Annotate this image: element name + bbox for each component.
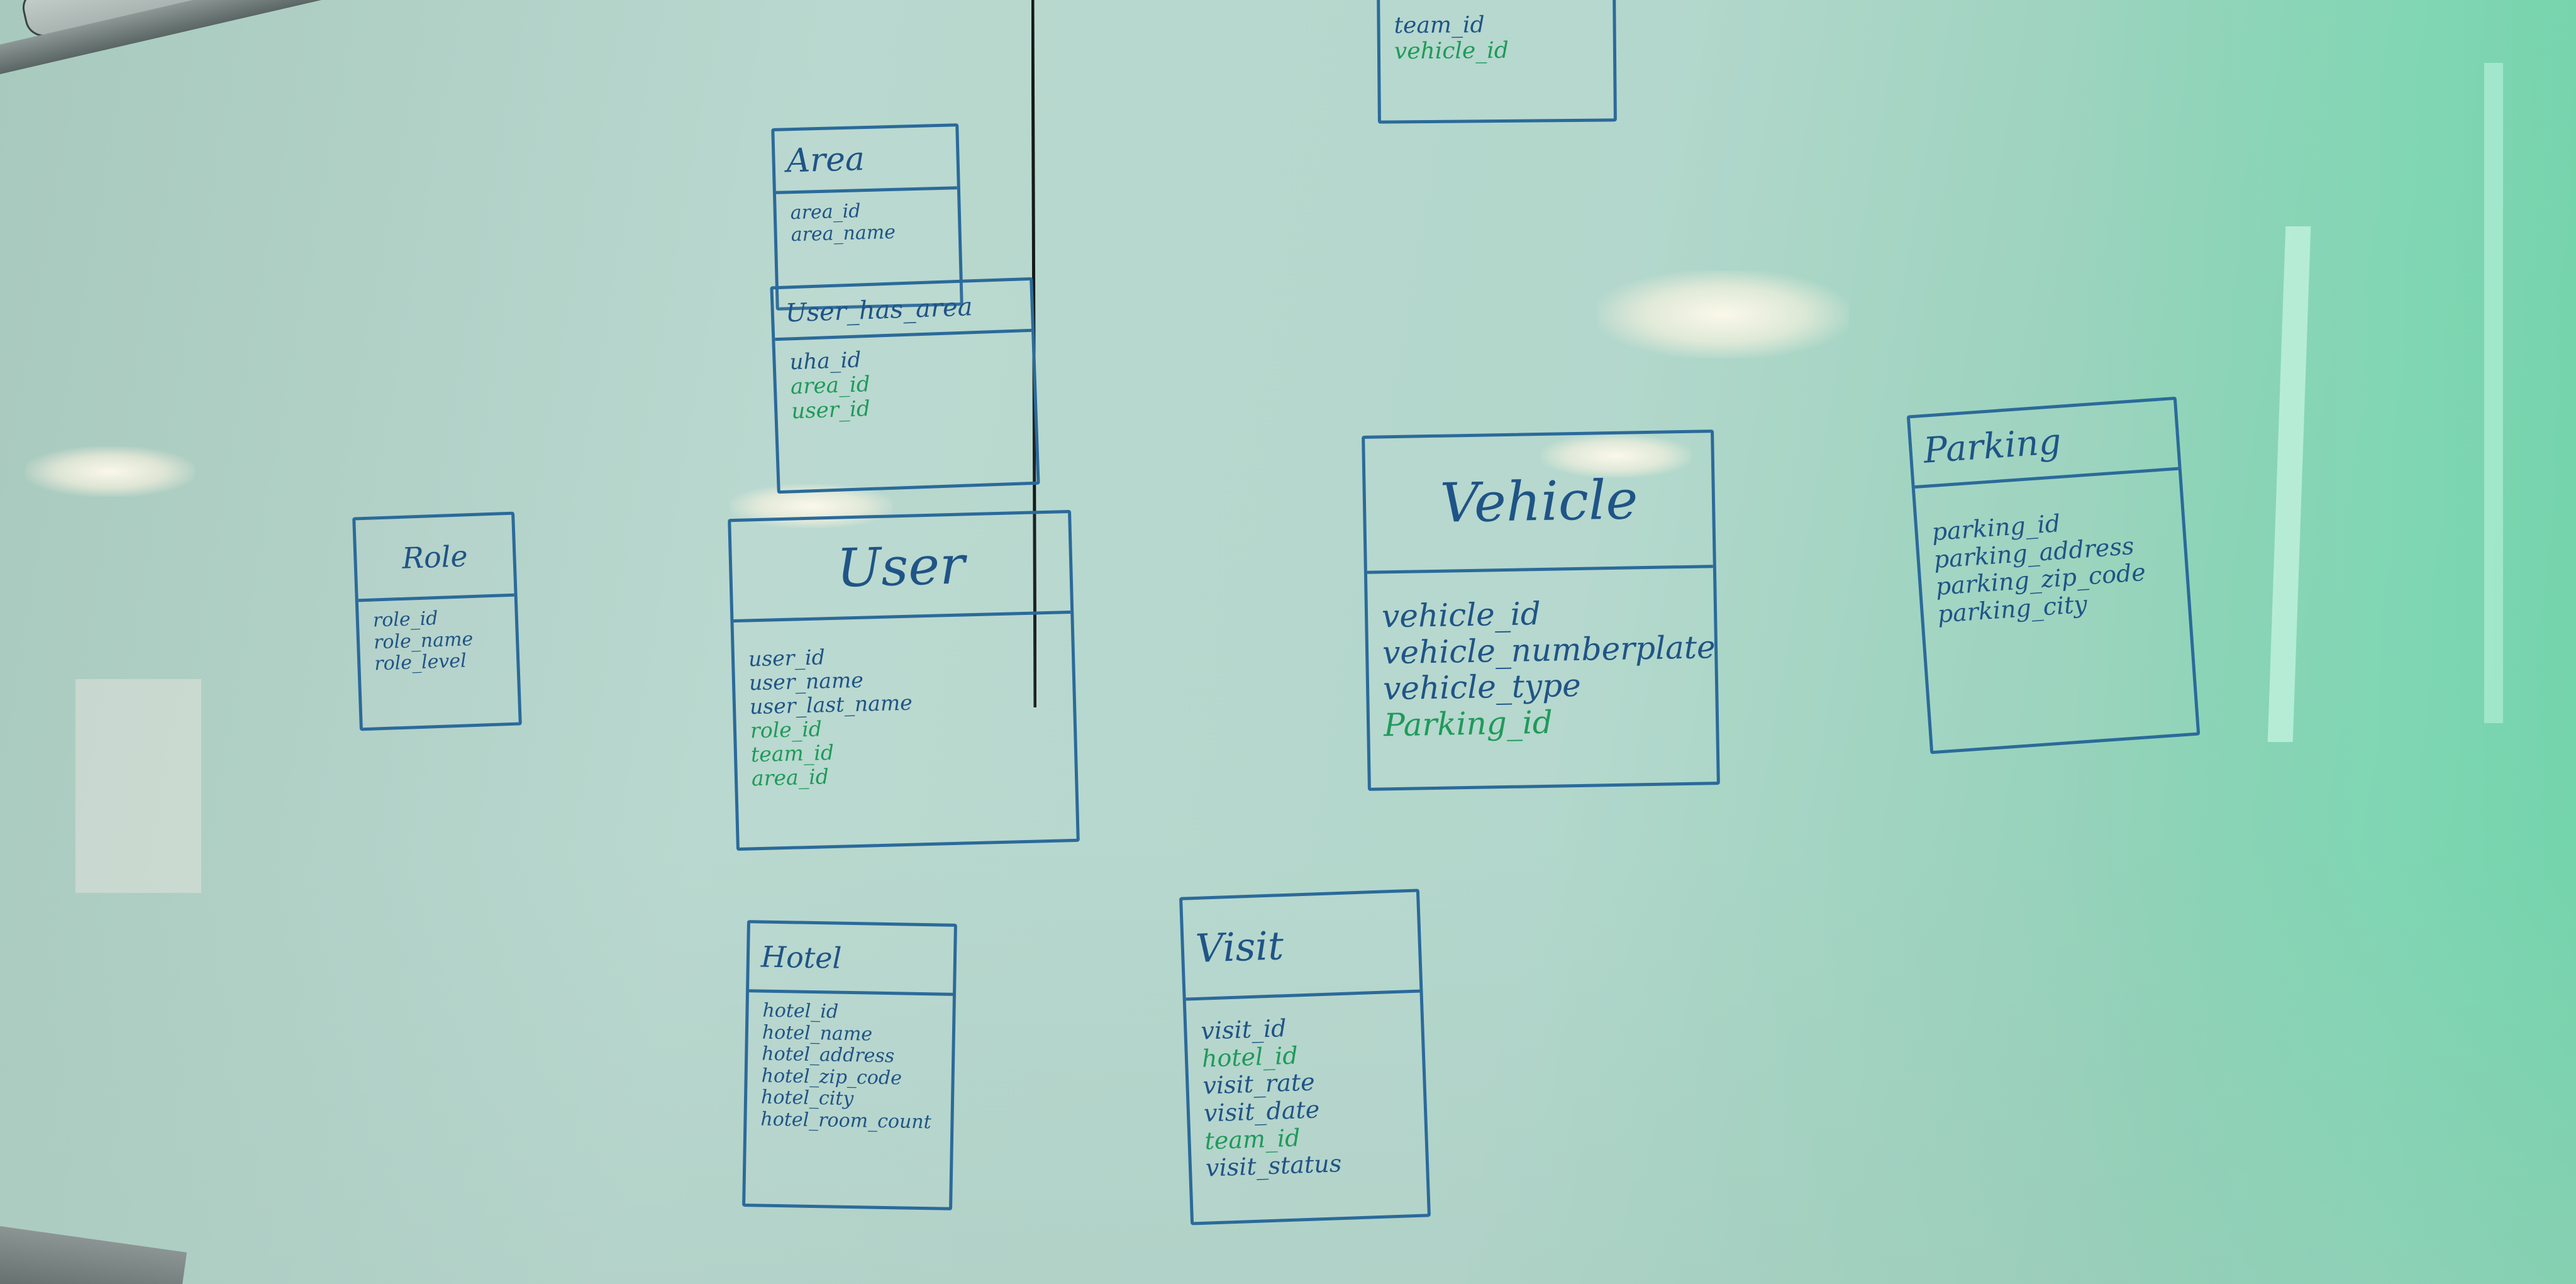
entity-vehicle-title: Vehicle [1365,433,1713,574]
hotel-field: hotel_room_count [760,1108,932,1133]
area-field: area_name [791,221,896,246]
entity-hotel-title: Hotel [748,923,954,996]
vehicle-field: Parking_id [1383,704,1553,743]
vehicle-field: vehicle_id [1381,595,1541,635]
visit-field: visit_status [1205,1149,1342,1183]
entity-area-title: Area [774,126,957,194]
ceiling-light-reflection-2 [25,446,195,497]
left-reflection [75,679,201,893]
window-frame-1 [2267,226,2311,742]
entity-user-title: User [731,513,1071,623]
entity-user-has-area-title: User_has_area [773,280,1032,341]
team-vehicle-field: vehicle_id [1394,38,1509,65]
entity-role-title: Role [355,514,514,602]
board-bottom-frame [0,1226,187,1284]
vehicle-field: vehicle_numberplate [1382,628,1716,671]
entity-visit-title: Visit [1182,892,1420,1001]
role-field: role_level [374,650,467,675]
vehicle-field: vehicle_type [1382,667,1582,707]
team-vehicle-field: team_id [1394,12,1485,39]
window-frame-2 [2484,63,2503,723]
ceiling-light-reflection-1 [1597,270,1849,358]
